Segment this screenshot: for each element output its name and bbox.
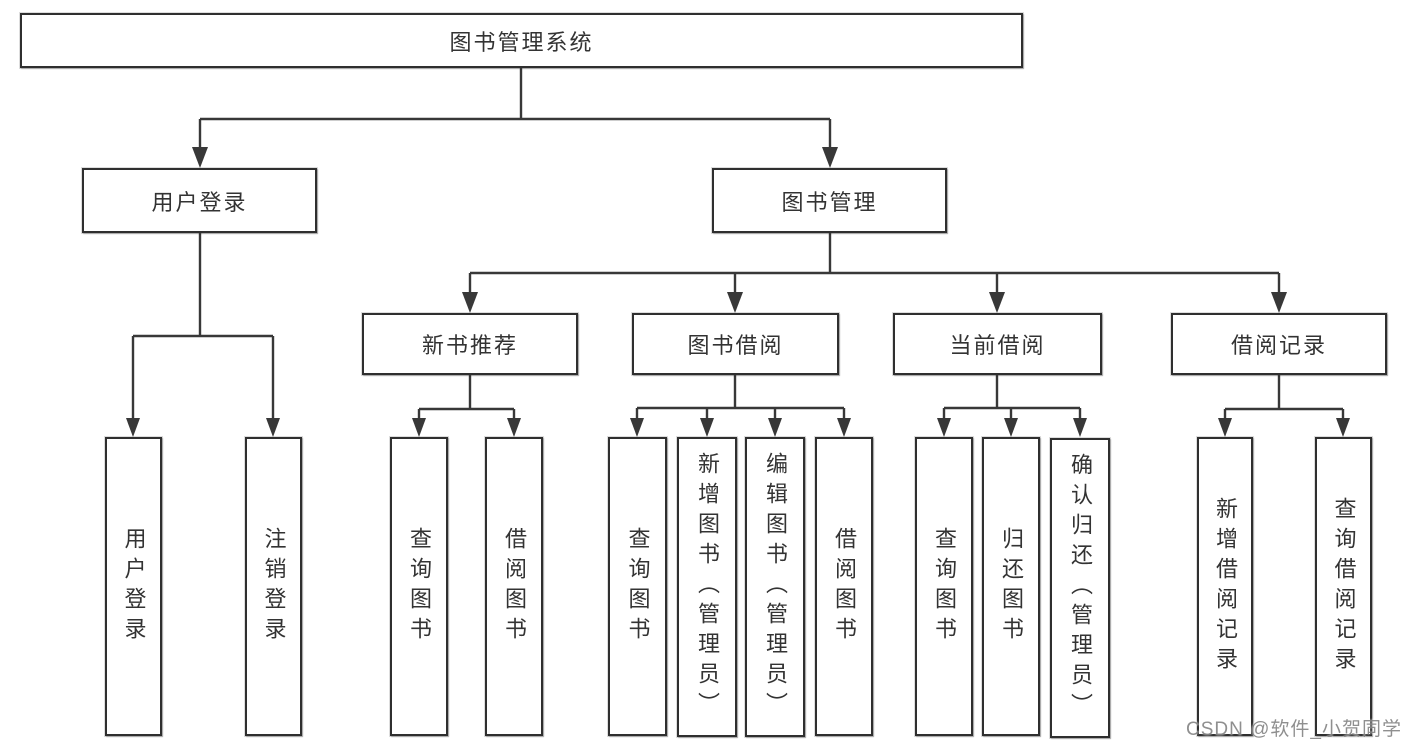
node-label: 新书推荐 <box>421 333 518 358</box>
leaf-add-books-admin: 新增图书（管理员） <box>677 437 737 737</box>
node-label: 归还图书 <box>999 526 1024 647</box>
node-label: 查询图书 <box>407 526 432 647</box>
leaf-logout: 注销登录 <box>245 437 302 736</box>
node-label: 查询图书 <box>625 526 651 647</box>
node-user-login-branch: 用户登录 <box>82 168 317 233</box>
leaf-recommend-borrow-books: 借阅图书 <box>485 437 543 736</box>
node-label: 编辑图书（管理员） <box>763 452 788 722</box>
node-book-management: 图书管理 <box>712 168 947 233</box>
node-label: 借阅图书 <box>502 526 527 647</box>
node-label: 新增借阅记录 <box>1213 496 1238 677</box>
leaf-query-borrow-record: 查询借阅记录 <box>1315 437 1372 736</box>
node-book-borrowing: 图书借阅 <box>632 313 839 375</box>
leaf-borrow-query-books: 查询图书 <box>608 437 667 736</box>
node-label: 新增图书（管理员） <box>695 452 720 722</box>
node-label: 图书借阅 <box>687 333 784 358</box>
leaf-return-books: 归还图书 <box>982 437 1040 736</box>
node-label: 查询借阅记录 <box>1331 496 1357 677</box>
leaf-recommend-query-books: 查询图书 <box>390 437 448 736</box>
node-label: 用户登录 <box>151 189 248 215</box>
leaf-add-borrow-record: 新增借阅记录 <box>1197 437 1253 736</box>
leaf-current-query-books: 查询图书 <box>915 437 973 736</box>
csdn-watermark: CSDN @软件_小贺同学 <box>1186 719 1402 740</box>
node-new-book-recommend: 新书推荐 <box>362 313 578 375</box>
node-label: 借阅图书 <box>832 526 857 647</box>
leaf-user-login: 用户登录 <box>105 437 162 736</box>
node-root-system: 图书管理系统 <box>20 13 1023 68</box>
node-current-borrowing: 当前借阅 <box>893 313 1102 375</box>
node-label: 当前借阅 <box>949 333 1046 358</box>
node-label: 用户登录 <box>121 526 147 647</box>
leaf-confirm-return-admin: 确认归还（管理员） <box>1050 438 1110 738</box>
arrowheads <box>126 147 1350 437</box>
node-label: 借阅记录 <box>1230 333 1327 358</box>
node-label: 图书管理 <box>781 189 878 215</box>
node-borrow-records: 借阅记录 <box>1171 313 1387 375</box>
node-label: 图书管理系统 <box>449 29 594 55</box>
leaf-borrow-books: 借阅图书 <box>815 437 873 736</box>
node-label: 确认归还（管理员） <box>1068 453 1093 723</box>
node-label: 注销登录 <box>261 526 287 647</box>
node-label: 查询图书 <box>932 526 957 647</box>
leaf-edit-books-admin: 编辑图书（管理员） <box>745 437 805 737</box>
